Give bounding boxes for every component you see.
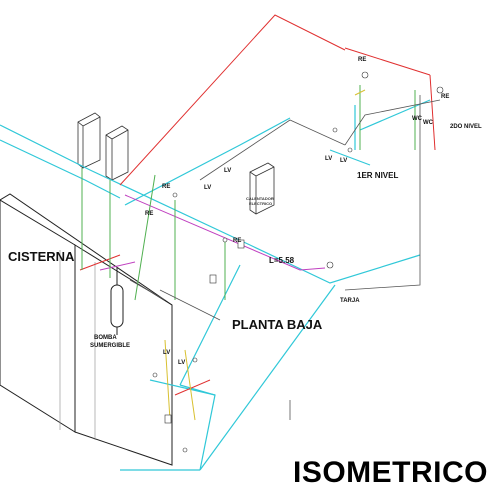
cisterna-box: [0, 193, 173, 466]
gray-lines: [129, 95, 441, 420]
segundo-nivel-label: 2DO NIVEL: [450, 124, 482, 130]
yellow-lines: [164, 89, 366, 421]
fixture-markers: [152, 71, 444, 453]
electrico-label: ELECTRICO: [249, 201, 273, 206]
fixture-lv-1: LV: [204, 185, 212, 191]
fixture-lv-2: LV: [224, 168, 232, 174]
bomba-label: BOMBA: [94, 335, 117, 341]
cold-water-lines: [0, 99, 431, 471]
calentador-label: CALENTADOR: [246, 196, 274, 201]
tank-icon: [77, 112, 129, 181]
sumergible-label: SUMERGIBLE: [90, 343, 131, 349]
bomba-sumergible-icon: [110, 268, 124, 335]
fixture-lv-5: LV: [163, 350, 171, 356]
fixture-re-4: RE: [358, 57, 367, 63]
tarja-label: TARJA: [340, 298, 360, 304]
fixture-re-2: RE: [145, 211, 154, 217]
fixture-lv-4: LV: [340, 158, 348, 164]
fixture-re-5: RE: [441, 94, 450, 100]
fixture-wc-1: WC: [412, 116, 422, 122]
primer-nivel-label: 1ER NIVEL: [357, 171, 399, 180]
main-length-label: L=5.58: [269, 256, 295, 265]
planta-baja-label: PLANTA BAJA: [232, 317, 323, 332]
fixture-lv-3: LV: [325, 156, 333, 162]
riser-lines: [81, 85, 416, 301]
fixture-re-1: RE: [162, 184, 171, 190]
hot-water-lines: [79, 14, 436, 396]
calentador-electrico-icon: [249, 162, 275, 215]
page-title: ISOMETRICO: [292, 456, 488, 489]
cisterna-label: CISTERNA: [8, 249, 75, 264]
fixture-lv-6: LV: [178, 360, 186, 366]
fixture-re-3: RE: [233, 238, 242, 244]
return-lines: [99, 194, 326, 271]
fixture-wc-2: WC: [423, 120, 433, 126]
